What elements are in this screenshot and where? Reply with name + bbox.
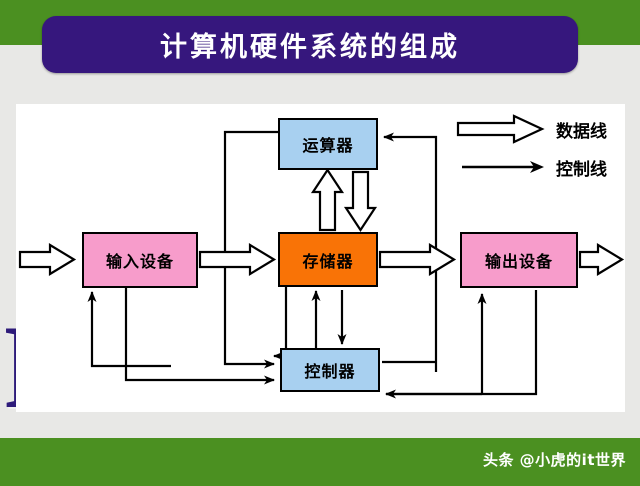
legend-label: 数据线 — [556, 121, 607, 142]
solid-line-arrow-icon — [462, 161, 544, 173]
diagram-wires — [18, 130, 625, 399]
node-label: 输出设备 — [484, 252, 553, 271]
node-output-device[interactable]: 输出设备 — [460, 232, 578, 288]
diagram-canvas: 运算器 存储器 输入设备 输出设备 控制器 数据线 — [16, 104, 625, 412]
node-label: 控制器 — [304, 362, 356, 381]
hollow-block-arrow-icon — [456, 114, 545, 144]
title-banner: 计算机硬件系统的组成 — [42, 16, 578, 73]
node-memory[interactable]: 存储器 — [278, 232, 378, 287]
diagram-inner: 运算器 存储器 输入设备 输出设备 控制器 数据线 — [16, 104, 625, 412]
node-label: 存储器 — [302, 251, 354, 271]
legend-item-control-line: 控制线 — [456, 148, 607, 186]
node-controller[interactable]: 控制器 — [280, 348, 380, 392]
data-lines — [18, 168, 625, 276]
legend-label: 控制线 — [556, 159, 607, 180]
node-input-device[interactable]: 输入设备 — [82, 232, 198, 288]
watermark: 头条 @小虎的it世界 — [482, 451, 626, 469]
node-label: 运算器 — [302, 136, 354, 155]
node-label: 输入设备 — [105, 252, 174, 271]
bottom-green-band — [0, 438, 640, 486]
node-arithmetic-logic-unit[interactable]: 运算器 — [278, 118, 378, 170]
legend: 数据线 控制线 — [456, 110, 607, 186]
legend-item-data-line: 数据线 — [456, 110, 607, 148]
page-title: 计算机硬件系统的组成 — [160, 32, 460, 63]
